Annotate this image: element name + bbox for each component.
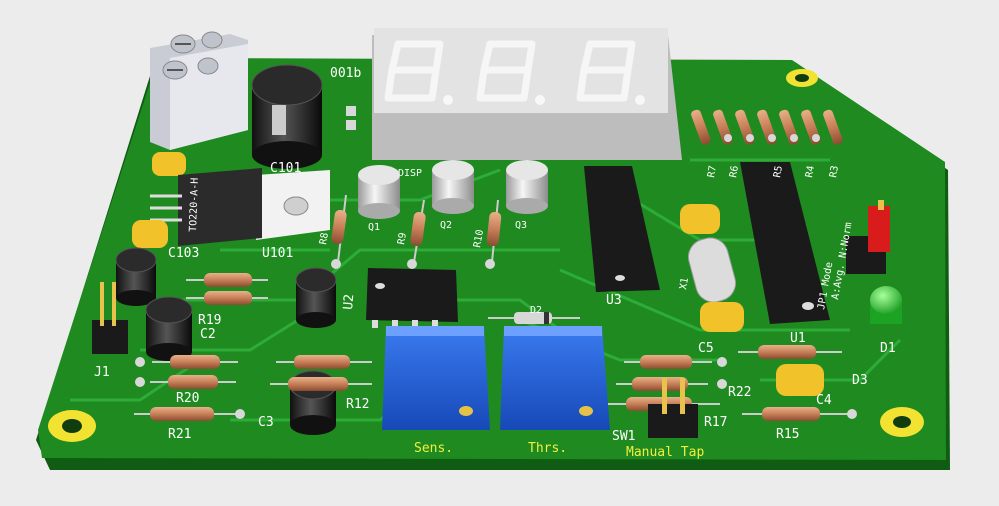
- label-u101: U101: [262, 246, 293, 261]
- label-r4: R4: [804, 165, 817, 179]
- terminal-block: [150, 31, 248, 150]
- label-rev: 001b: [330, 66, 361, 81]
- label-j1: J1: [94, 365, 110, 380]
- pot-thrs: [500, 326, 610, 430]
- label-d1: D1: [880, 341, 896, 356]
- label-c3: C3: [258, 415, 274, 430]
- label-r8: R8: [318, 232, 331, 246]
- mount-hole-br: [880, 407, 924, 437]
- label-q1: Q1: [368, 222, 380, 233]
- capacitor-top-x1: [680, 204, 720, 234]
- resistor-r19b: [186, 291, 268, 305]
- label-sens: Sens.: [414, 441, 453, 456]
- diode-d2: [488, 312, 580, 324]
- capacitor-c103: [132, 220, 168, 248]
- resistor-r20b: [150, 375, 236, 389]
- label-r9: R9: [396, 232, 409, 246]
- label-r7: R7: [706, 165, 719, 179]
- capacitor-c5: [700, 302, 744, 332]
- mount-hole-tr: [786, 69, 818, 87]
- resistor-r22: [738, 345, 842, 359]
- capacitor-c3-left: [115, 247, 157, 306]
- label-u2: U2: [341, 293, 357, 310]
- pads: [135, 106, 857, 419]
- label-c5: C5: [698, 341, 714, 356]
- regulator-u101: [150, 168, 330, 246]
- capacitor-c102: [152, 152, 186, 176]
- label-to220: TO220-A-H: [188, 178, 201, 233]
- resistor-r10: [486, 199, 502, 263]
- capacitor-mid: [295, 267, 337, 328]
- resistor-r12a: [276, 355, 372, 369]
- label-r22: R22: [728, 385, 751, 400]
- transistor-q2: [432, 160, 474, 214]
- resistor-r21: [134, 407, 238, 421]
- header-j1: [92, 282, 128, 354]
- resistor-r9: [410, 199, 426, 263]
- label-manual-tap: Manual Tap: [626, 445, 704, 460]
- resistor-r12b: [270, 377, 372, 391]
- label-r12: R12: [346, 397, 369, 412]
- label-r15: R15: [776, 427, 799, 442]
- label-u1: U1: [790, 331, 806, 346]
- header-sw1: [648, 378, 698, 438]
- label-u3: U3: [606, 293, 622, 308]
- led-d1: [870, 286, 902, 324]
- label-q3: Q3: [515, 220, 527, 231]
- label-c103: C103: [168, 246, 199, 261]
- transistor-q1: [358, 165, 400, 219]
- resistor-r19a: [186, 273, 268, 287]
- label-r5: R5: [772, 165, 785, 179]
- ic-u1: [740, 162, 830, 324]
- pot-sens: [382, 326, 490, 430]
- label-x1: X1: [678, 277, 691, 291]
- label-disp: DISP: [398, 168, 422, 179]
- label-r19: R19: [198, 313, 221, 328]
- label-c4: C4: [816, 393, 832, 408]
- capacitor-c101: [251, 64, 323, 169]
- transistor-q3: [506, 160, 548, 214]
- label-r3: R3: [828, 165, 841, 179]
- seven-segment-display: [372, 28, 682, 160]
- label-r6: R6: [728, 165, 741, 179]
- label-d3: D3: [852, 373, 868, 388]
- capacitor-c2: [145, 296, 193, 361]
- label-sw1: SW1: [612, 429, 635, 444]
- label-c101: C101: [270, 161, 301, 176]
- resistor-r-mid1: [624, 355, 712, 369]
- label-d2: D2: [530, 305, 542, 316]
- resistor-r8: [331, 194, 347, 263]
- label-r20: R20: [176, 391, 199, 406]
- label-r21: R21: [168, 427, 191, 442]
- label-q2: Q2: [440, 220, 452, 231]
- capacitor-c4: [776, 364, 824, 396]
- resistor-r15: [742, 407, 850, 421]
- crystal-x1: [687, 237, 737, 303]
- jumper-jp1: [846, 200, 890, 274]
- ic-u2: [366, 268, 458, 328]
- label-r10: R10: [472, 229, 486, 249]
- label-c2: C2: [200, 327, 216, 342]
- mount-hole-bl: [48, 410, 96, 442]
- resistor-r20a: [152, 355, 238, 369]
- label-thrs: Thrs.: [528, 441, 567, 456]
- label-r17: R17: [704, 415, 727, 430]
- ic-u3: [584, 166, 660, 292]
